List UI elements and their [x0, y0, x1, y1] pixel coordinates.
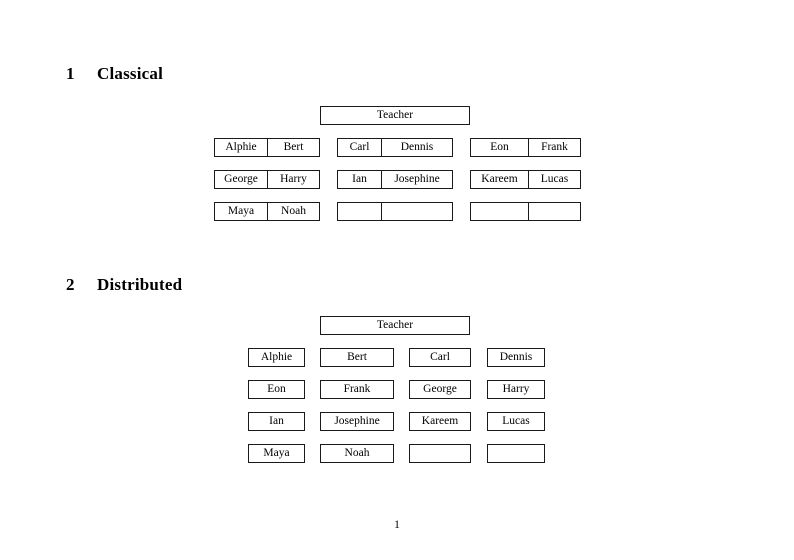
student-cell: Josephine: [381, 171, 452, 188]
student-box: Josephine: [320, 412, 394, 431]
student-cell: Carl: [349, 141, 370, 153]
student-pair-group: George Harry: [214, 170, 320, 189]
section-number: 1: [66, 64, 75, 83]
student-pair-group: Kareem Lucas: [470, 170, 581, 189]
student-box-empty: [487, 444, 545, 463]
student-box: Alphie: [248, 348, 305, 367]
section-number: 2: [66, 275, 75, 294]
student-pair-group: Alphie Bert: [214, 138, 320, 157]
student-box: Bert: [320, 348, 394, 367]
student-pair-group: Ian Josephine: [337, 170, 453, 189]
section-title: Distributed: [97, 275, 183, 294]
student-box-empty: [409, 444, 471, 463]
student-cell: Bert: [267, 139, 319, 156]
teacher-box-distributed: Teacher: [320, 316, 470, 335]
student-cell: Maya: [227, 205, 255, 217]
student-box: Eon: [248, 380, 305, 399]
student-cell: Alphie: [225, 141, 257, 153]
student-pair-group: Carl Dennis: [337, 138, 453, 157]
student-pair-group: Maya Noah: [214, 202, 320, 221]
section-heading-distributed: 2 Distributed: [66, 275, 182, 295]
student-box: Dennis: [487, 348, 545, 367]
student-box: Harry: [487, 380, 545, 399]
student-cell: Lucas: [528, 171, 580, 188]
student-cell-empty: [528, 203, 580, 220]
student-pair-group-empty: [337, 202, 453, 221]
student-pair-group-empty: [470, 202, 581, 221]
section-title: Classical: [97, 64, 164, 83]
student-cell: Eon: [490, 141, 509, 153]
student-cell: Frank: [528, 139, 580, 156]
student-box: Carl: [409, 348, 471, 367]
student-box: Maya: [248, 444, 305, 463]
page-number: 1: [394, 519, 400, 531]
student-box: George: [409, 380, 471, 399]
student-box: Ian: [248, 412, 305, 431]
student-cell-empty: [381, 203, 452, 220]
student-box: Lucas: [487, 412, 545, 431]
student-cell: Dennis: [381, 139, 452, 156]
student-cell: Ian: [352, 173, 367, 185]
student-box: Frank: [320, 380, 394, 399]
student-pair-group: Eon Frank: [470, 138, 581, 157]
student-cell-empty: [471, 203, 528, 220]
student-cell-empty: [338, 203, 381, 220]
student-cell: Kareem: [481, 173, 518, 185]
teacher-box-classical: Teacher: [320, 106, 470, 125]
student-cell: George: [224, 173, 258, 185]
student-box: Noah: [320, 444, 394, 463]
student-cell: Harry: [267, 171, 319, 188]
student-cell: Noah: [267, 203, 319, 220]
student-box: Kareem: [409, 412, 471, 431]
section-heading-classical: 1 Classical: [66, 64, 163, 84]
